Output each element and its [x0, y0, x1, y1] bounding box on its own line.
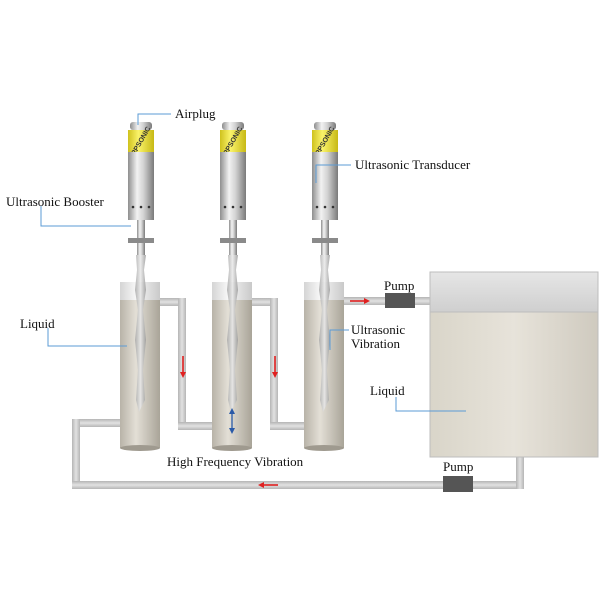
label-liquid-tank: Liquid — [370, 383, 405, 398]
label-high-frequency-vibration: High Frequency Vibration — [167, 454, 304, 469]
flow-arrow-down-2 — [272, 356, 278, 378]
airplug-leader — [137, 113, 171, 125]
leader-lines — [40, 113, 466, 412]
flow-arrow-right — [350, 298, 370, 304]
ultrasonic-unit-3: RPSONIC — [312, 122, 338, 412]
liquid-tank-leader — [395, 397, 466, 412]
ultrasonic-unit-1: RPSONIC — [128, 122, 154, 412]
label-ultrasonic-booster: Ultrasonic Booster — [6, 194, 105, 209]
label-ultrasonic-vibration-2: Vibration — [351, 336, 401, 351]
label-ultrasonic-vibration-1: Ultrasonic — [351, 322, 405, 337]
label-airplug: Airplug — [175, 106, 216, 121]
ultrasonic-unit-2: RPSONIC — [220, 122, 246, 412]
liquid-tank — [429, 271, 599, 458]
transducer-leader — [315, 164, 351, 183]
flow-arrow-down-1 — [180, 356, 186, 378]
liquid-left-leader — [47, 328, 127, 347]
label-liquid-left: Liquid — [20, 316, 55, 331]
pump-bottom — [443, 476, 473, 492]
flow-arrows — [180, 298, 370, 488]
pump-top — [385, 293, 415, 308]
vibration-leader — [329, 329, 349, 350]
flow-arrow-left — [258, 482, 278, 488]
label-pump-top: Pump — [384, 278, 414, 293]
label-ultrasonic-transducer: Ultrasonic Transducer — [355, 157, 471, 172]
vibration-arrow — [229, 408, 235, 434]
booster-leader — [40, 206, 131, 227]
label-pump-bottom: Pump — [443, 459, 473, 474]
